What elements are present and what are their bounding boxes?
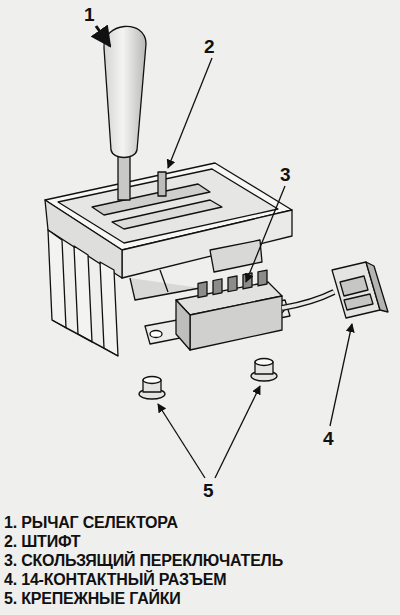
cable [282,292,334,308]
housing-rib [74,246,92,342]
part-list-item: 4. 14-КОНТАКТНЫЙ РАЗЪЕМ [4,571,226,589]
part-list-item: 1. РЫЧАГ СЕЛЕКТОРА [4,514,178,532]
selector-knob [104,26,146,157]
leader-arrow [158,404,205,478]
leader-arrow [246,186,285,282]
callout-number: 1 [84,4,95,26]
fixing-nut [139,377,165,400]
callout-number: 5 [203,480,214,502]
leader-arrow [96,26,110,46]
housing-rib [48,230,66,328]
housing-rib [52,320,118,356]
callout-number: 2 [204,36,215,58]
callout-number: 3 [280,164,291,186]
mount-hole [150,331,162,338]
switch-body [190,296,282,350]
leader-arrow [215,386,260,478]
switch-body [176,300,190,350]
part-list-item: 3. СКОЛЬЗЯЩИЙ ПЕРЕКЛЮЧАТЕЛЬ [4,552,283,570]
fixing-nut [251,359,277,382]
housing-front [122,210,292,278]
leader-arrow [330,324,352,426]
leader-arrow [168,58,212,168]
connector-latch [340,276,373,310]
callout-number: 4 [323,428,334,450]
cable [282,292,334,308]
part-list-item: 5. КРЕПЕЖНЫЕ ГАЙКИ [4,590,181,608]
housing-rib [100,262,118,356]
pin [158,172,166,196]
part-list-item: 2. ШТИФТ [4,533,80,551]
switch-slots [198,270,267,297]
gear-gate [112,200,222,229]
